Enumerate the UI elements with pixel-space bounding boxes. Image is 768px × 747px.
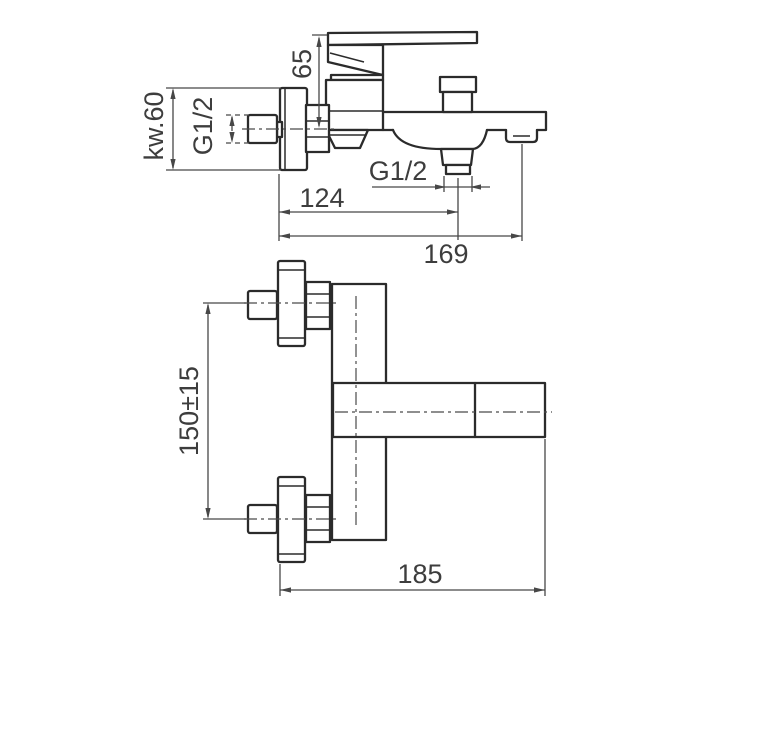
dimension-kw60: kw.60 <box>139 87 281 171</box>
arrowhead <box>435 184 446 190</box>
dim-65-label: 65 <box>287 49 317 79</box>
mounting-nut-top-facets <box>306 293 330 318</box>
mounting-nut-top <box>304 280 332 331</box>
diverter-cap <box>438 75 478 94</box>
dimension-65: 65 <box>287 34 327 128</box>
arrowhead <box>205 508 211 519</box>
arrowhead <box>534 587 545 593</box>
arrowhead <box>447 209 458 215</box>
arrowhead <box>170 88 176 99</box>
arrowhead <box>470 184 481 190</box>
shower-outlet-thread <box>444 163 472 176</box>
dimension-150: 150±15 <box>174 302 246 520</box>
shower-thread-label: G1/2 <box>369 156 428 186</box>
arrowhead <box>511 233 522 239</box>
arrowhead <box>280 587 291 593</box>
dim-185-label: 185 <box>397 559 442 589</box>
inlet-connector-top <box>246 289 279 321</box>
dimension-shower-thread: G1/2 <box>369 156 490 192</box>
dim-kw60-label: kw.60 <box>139 91 169 160</box>
spout-front <box>331 381 547 439</box>
front-view: 150±15 185 <box>174 259 552 596</box>
lever-handle-bar <box>326 30 479 47</box>
dim-124-label: 124 <box>299 183 344 213</box>
mounting-nut-bottom-facets <box>306 506 330 531</box>
arrowhead <box>316 36 322 47</box>
lever-handle-step-line <box>329 52 365 63</box>
mixer-body-side <box>324 78 385 132</box>
dim-169-label: 169 <box>423 239 468 269</box>
arrowhead <box>170 159 176 170</box>
arrowhead <box>205 303 211 314</box>
wall-rosette-top-lines <box>278 269 305 339</box>
arrowhead <box>316 117 322 128</box>
arrowhead <box>229 115 235 126</box>
dimension-124: 124 <box>278 174 459 241</box>
dimension-169: 169 <box>279 144 523 269</box>
arrowhead <box>279 233 290 239</box>
shower-outlet-body <box>439 147 475 167</box>
aerator-outlet <box>504 128 539 144</box>
side-view: 65 kw.60 G1/2 G1/2 124 <box>139 30 548 269</box>
dim-150-label: 150±15 <box>174 366 204 456</box>
dimension-inlet-thread: G1/2 <box>188 97 251 156</box>
inlet-thread-label: G1/2 <box>188 97 218 156</box>
diverter-neck <box>441 90 474 114</box>
arrowhead <box>229 132 235 143</box>
wall-rosette-bottom-lines <box>278 485 305 555</box>
arrowhead <box>279 209 290 215</box>
dimension-185: 185 <box>279 439 546 596</box>
